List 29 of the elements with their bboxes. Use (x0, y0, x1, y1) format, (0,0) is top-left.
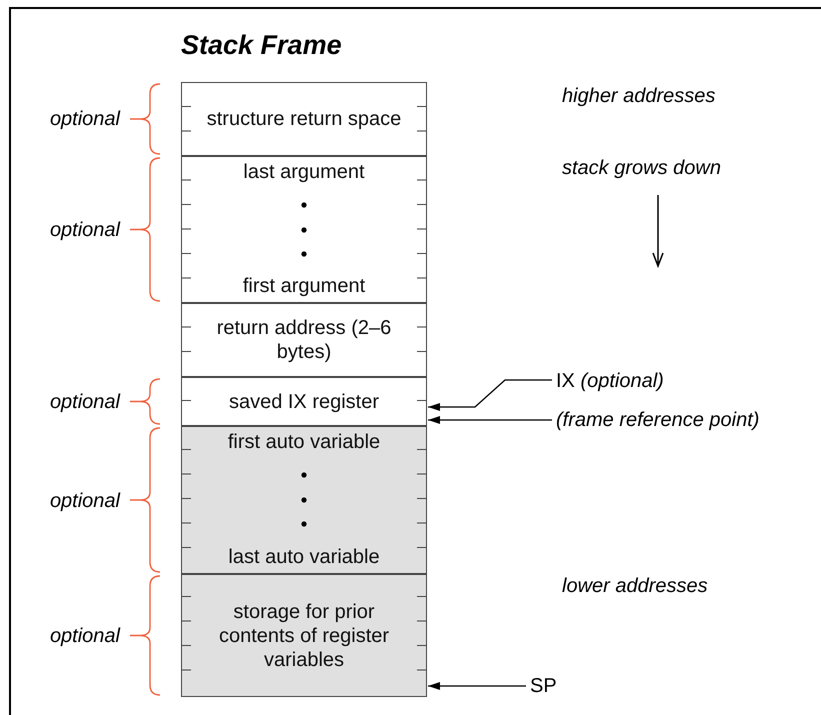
stack-frame-section (181, 426, 427, 574)
pointer-label: (frame reference point) (556, 408, 760, 432)
pointer-label: IX (optional) (556, 369, 664, 393)
arrow (428, 379, 552, 411)
section-label: last argument (243, 160, 365, 184)
optional-label: optional (50, 390, 120, 414)
stack-frame-section (181, 303, 427, 377)
stack-frame-section (181, 574, 427, 697)
section-label: first auto variable (228, 430, 380, 454)
stack-frame-section (181, 82, 427, 156)
address-note: stack grows down (562, 156, 721, 180)
section-label: saved IX register (228, 390, 380, 414)
section-label: last auto variable (228, 545, 380, 569)
section-label: return address (2–6 bytes) (216, 316, 392, 364)
section-label: storage for prior contents of register variables (218, 600, 390, 672)
optional-label: optional (50, 107, 120, 131)
address-note: higher addresses (562, 84, 716, 108)
pointer-label: SP (530, 674, 557, 698)
section-label: structure return space (206, 107, 402, 131)
optional-label: optional (50, 624, 120, 648)
address-note: lower addresses (562, 574, 708, 598)
stack-frame-section (181, 377, 427, 426)
section-label: first argument (242, 274, 366, 298)
arrow (428, 416, 552, 424)
optional-label: optional (50, 218, 120, 242)
diagram-title: Stack Frame (181, 30, 342, 61)
arrow (428, 682, 526, 690)
stack-frame-section (181, 156, 427, 303)
optional-label: optional (50, 489, 120, 513)
